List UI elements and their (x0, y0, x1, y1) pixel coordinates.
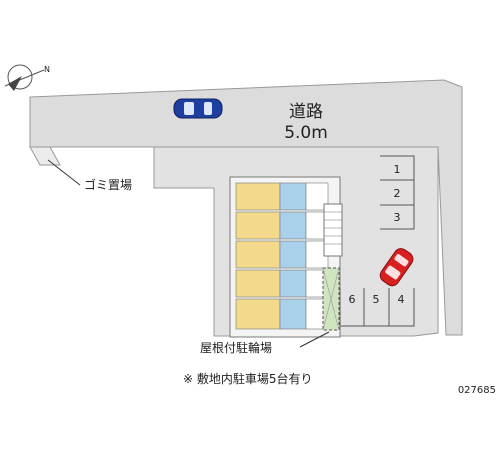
compass-icon: N (4, 64, 50, 91)
parking-stall-3: 3 (394, 211, 401, 224)
stairs (323, 203, 343, 257)
parking-stall-2: 2 (394, 187, 401, 200)
car-red-icon (379, 248, 414, 287)
bike-parking-label: 屋根付駐輪場 (200, 340, 272, 355)
garbage-area (29, 146, 61, 166)
unit-row-2 (235, 211, 329, 240)
building (229, 176, 343, 338)
bike-parking (322, 267, 340, 331)
parking-stall-6: 6 (349, 293, 356, 306)
parking-top: 1 2 3 (380, 155, 415, 230)
road-name: 道路 (289, 102, 323, 122)
unit-row-4 (235, 269, 329, 298)
unit-row-1 (235, 182, 329, 211)
parking-stall-5: 5 (373, 293, 380, 306)
unit-row-3 (235, 240, 329, 269)
road-area (29, 79, 463, 336)
unit-row-5 (235, 298, 329, 330)
car-blue-icon (173, 98, 223, 119)
parking-stall-1: 1 (394, 163, 401, 176)
parking-stall-4: 4 (398, 293, 405, 306)
garbage-label: ゴミ置場 (84, 177, 132, 192)
property-code: 027685 (458, 385, 496, 396)
parking-note: ※ 敷地内駐車場5台有り (183, 371, 313, 386)
compass-label: N (44, 65, 50, 74)
road-width: 5.0m (284, 123, 328, 143)
parking-bottom: 6 5 4 (339, 288, 415, 327)
